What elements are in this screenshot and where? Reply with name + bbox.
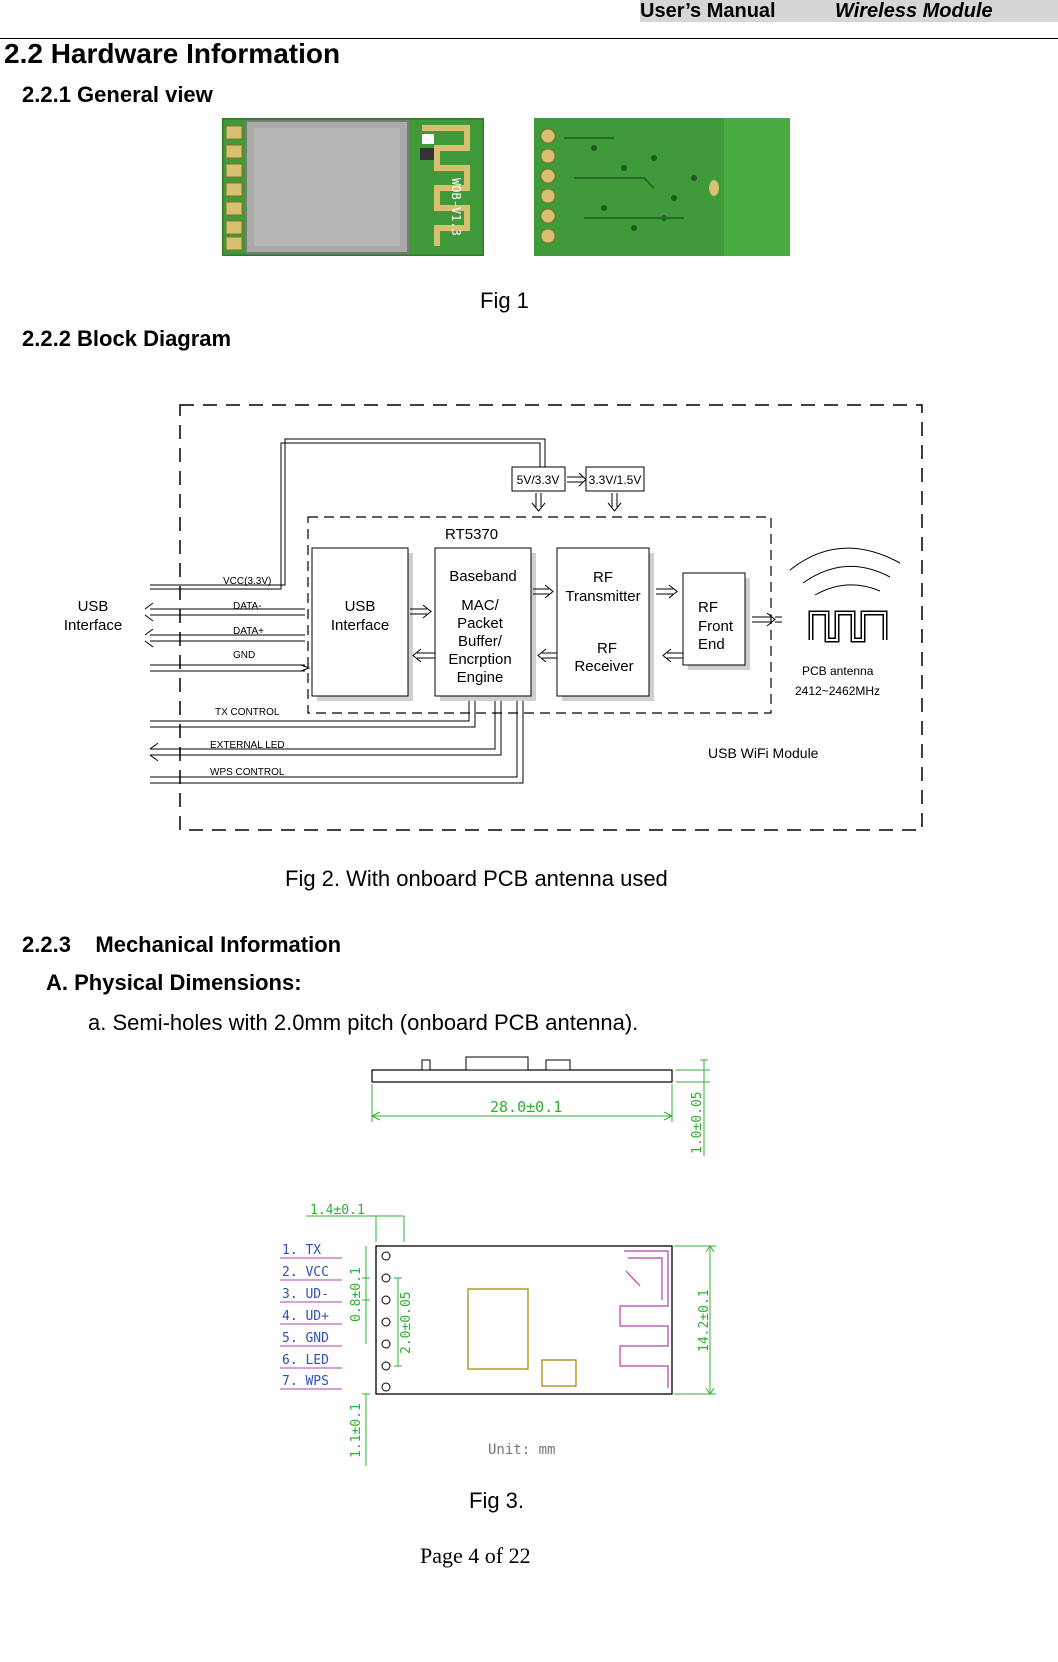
baseband-line5: Engine <box>457 669 504 686</box>
usb-block <box>311 547 409 697</box>
pin-1: 1. TX <box>282 1243 321 1258</box>
block-diagram-heading: 2.2.2 Block Diagram <box>22 326 232 351</box>
block-diagram: USB Interface VCC(3.3V) DATA- DATA+ GND … <box>64 404 923 831</box>
chip-boundary <box>307 516 772 714</box>
pin-2: 2. VCC <box>282 1265 329 1280</box>
signal-vcc: VCC(3.3V) <box>223 576 271 587</box>
baseband-block <box>434 547 532 697</box>
side-view-drawing: 28.0±0.1 1.0±0.05 <box>370 1056 710 1156</box>
dim-edge: 1.4±0.1 <box>310 1203 365 1218</box>
rf-tx-line1: RF <box>593 569 613 586</box>
rf-block <box>556 547 650 697</box>
running-header: User’s Manual Wireless Module <box>640 0 1058 22</box>
fig3-caption: Fig 3. <box>469 1488 525 1513</box>
dim-hole: 0.8±0.1 <box>349 1267 364 1322</box>
dim-length: 28.0±0.1 <box>490 1098 562 1116</box>
baseband-title: Baseband <box>449 568 517 585</box>
unit-label: Unit: mm <box>488 1442 555 1458</box>
fig2-caption: Fig 2. With onboard PCB antenna used <box>285 866 668 891</box>
header-product: Wireless Module <box>835 0 993 22</box>
rf-rx-line1: RF <box>597 640 617 657</box>
pin-list: 1. TX 2. VCC 3. UD- 4. UD+ 5. GND 6. LED… <box>282 1243 329 1389</box>
header-manual: User’s Manual <box>640 0 776 22</box>
signal-wps-control: WPS CONTROL <box>210 767 285 778</box>
rf-front-line3: End <box>698 636 725 653</box>
usb-block-line2: Interface <box>331 617 389 634</box>
dim-width: 14.2±0.1 <box>697 1289 712 1352</box>
fig1-caption: Fig 1 <box>480 288 529 313</box>
signal-external-led: EXTERNAL LED <box>210 740 285 751</box>
regulator-3v3-box <box>585 466 645 492</box>
pin-7: 7. WPS <box>282 1374 329 1389</box>
signal-tx-control: TX CONTROL <box>215 707 280 718</box>
rf-front-line2: Front <box>698 618 734 635</box>
antenna-label: PCB antenna <box>802 664 874 678</box>
module-top-photo: WOB-V1.3 <box>222 118 484 256</box>
signal-gnd: GND <box>233 650 255 661</box>
pin-4: 4. UD+ <box>282 1309 329 1324</box>
pin-3: 3. UD- <box>282 1287 329 1302</box>
module-boundary <box>179 404 923 831</box>
baseband-line2: Packet <box>457 615 504 632</box>
physical-dimensions-heading: A. Physical Dimensions: <box>46 970 302 995</box>
rf-front-line1: RF <box>698 599 718 616</box>
section-title: 2.2 Hardware Information <box>4 38 341 69</box>
baseband-line4: Encrption <box>448 651 511 668</box>
board-silk-text: WOB-V1.3 <box>449 178 463 236</box>
regulator-3v3: 3.3V/1.5V <box>589 473 642 487</box>
general-view-heading: 2.2.1 General view <box>22 82 213 107</box>
pcb-antenna-trace <box>808 610 888 643</box>
rf-rx-line2: Receiver <box>574 658 633 675</box>
pin-5: 5. GND <box>282 1331 329 1346</box>
pin-6: 6. LED <box>282 1353 329 1368</box>
semi-holes-item: a. Semi-holes with 2.0mm pitch (onboard … <box>88 1010 639 1035</box>
usb-interface-label-line2: Interface <box>64 617 122 634</box>
signal-data-minus: DATA- <box>233 601 262 612</box>
rf-tx-line2: Transmitter <box>565 588 640 605</box>
page-number: Page 4 of 22 <box>420 1543 531 1568</box>
module-bottom-photo <box>534 118 790 256</box>
chip-label: RT5370 <box>445 526 498 543</box>
mechanical-heading: 2.2.3 Mechanical Information <box>22 932 342 957</box>
regulator-5v: 5V/3.3V <box>517 473 560 487</box>
signal-data-plus: DATA+ <box>233 626 264 637</box>
dim-bottom: 1.1±0.1 <box>349 1403 364 1458</box>
rf-front-end-block <box>682 572 746 666</box>
usb-interface-label-line1: USB <box>78 598 109 615</box>
dim-pitch: 2.0±0.05 <box>399 1291 414 1354</box>
module-label: USB WiFi Module <box>708 745 819 761</box>
top-view-drawing: 1. TX 2. VCC 3. UD- 4. UD+ 5. GND 6. LED… <box>280 1203 716 1466</box>
regulator-5v-box <box>511 466 566 492</box>
module-outline <box>375 1245 673 1395</box>
antenna-outline <box>619 1250 669 1388</box>
header-rule <box>0 38 1058 39</box>
antenna-freq: 2412~2462MHz <box>795 684 880 698</box>
usb-block-line1: USB <box>345 598 376 615</box>
dim-thickness: 1.0±0.05 <box>690 1091 705 1154</box>
baseband-line3: Buffer/ <box>458 633 503 650</box>
baseband-line1: MAC/ <box>461 597 499 614</box>
